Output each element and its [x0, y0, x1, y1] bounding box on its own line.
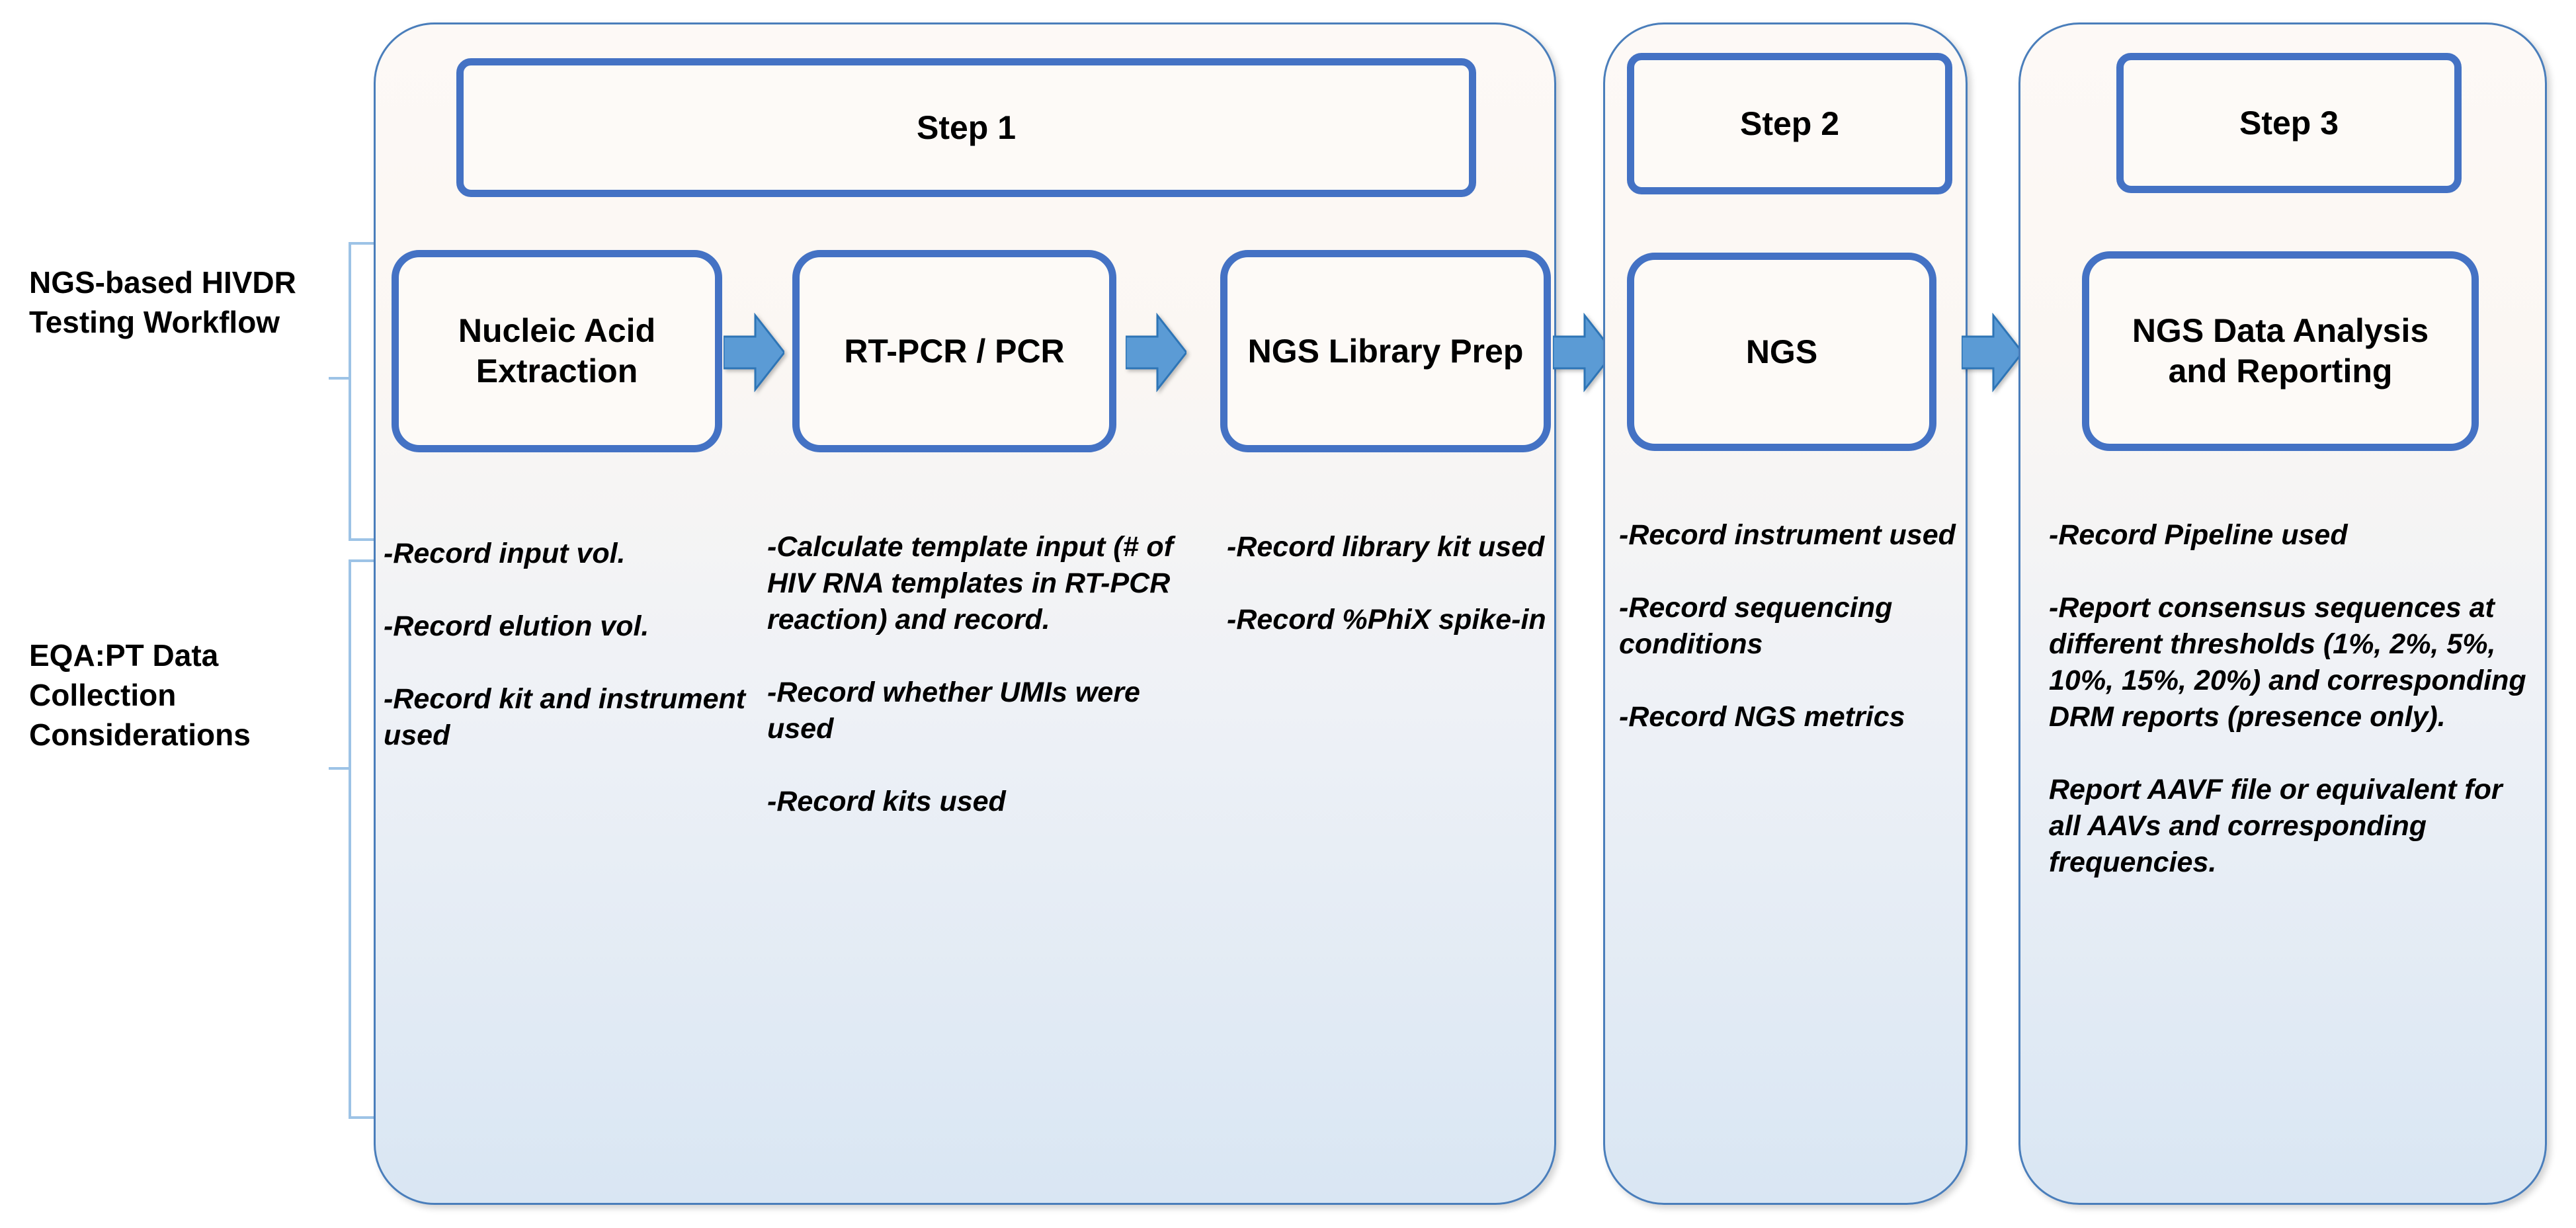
note-step1-column-1: -Record input vol. -Record elution vol. …	[384, 538, 746, 752]
bracket-bottom-line	[349, 1116, 387, 1119]
note-step3-column-1: -Record Pipeline used -Report consensus …	[2049, 519, 2526, 879]
bracket-tick	[329, 767, 351, 770]
process-box-ngs-library-prep[interactable]: NGS Library Prep	[1220, 250, 1551, 452]
panel-step-2	[1603, 22, 1968, 1205]
arrow-extraction-to-rtpcr	[724, 313, 784, 392]
process-box-nucleic-acid-extraction[interactable]: Nucleic Acid Extraction	[392, 250, 722, 452]
process-box-ngs[interactable]: NGS	[1627, 253, 1936, 451]
note-step2-column-1: -Record instrument used -Record sequenci…	[1619, 519, 1956, 733]
bracket-eqa	[329, 559, 390, 1119]
arrow-step1-to-step2	[1553, 313, 1614, 392]
bracket-vline	[349, 559, 351, 1119]
panel-step-1	[374, 22, 1556, 1205]
label-eqa-pt: EQA:PT Data Collection Considerations	[29, 638, 251, 752]
bracket-top-line	[349, 242, 387, 245]
process-box-ngs-data-analysis-and-reporting[interactable]: NGS Data Analysis and Reporting	[2082, 251, 2479, 451]
bracket-workflow	[329, 242, 390, 541]
arrow-step2-to-step3	[1962, 313, 2022, 392]
note-step1-column-2: -Calculate template input (# of HIV RNA …	[767, 531, 1174, 818]
note-step1-column-3: -Record library kit used -Record %PhiX s…	[1227, 531, 1546, 636]
step-1-header[interactable]: Step 1	[456, 58, 1476, 197]
label-ngs-workflow: NGS-based HIVDR Testing Workflow	[29, 265, 296, 339]
bracket-tick	[329, 377, 351, 380]
arrow-rtpcr-to-libprep	[1126, 313, 1186, 392]
bracket-vline	[349, 242, 351, 541]
process-box-rt-pcr[interactable]: RT-PCR / PCR	[792, 250, 1116, 452]
bracket-top-line	[349, 559, 387, 562]
step-3-header[interactable]: Step 3	[2116, 53, 2462, 193]
step-2-header[interactable]: Step 2	[1627, 53, 1952, 194]
panel-step-3	[2018, 22, 2547, 1205]
bracket-bottom-line	[349, 538, 387, 541]
